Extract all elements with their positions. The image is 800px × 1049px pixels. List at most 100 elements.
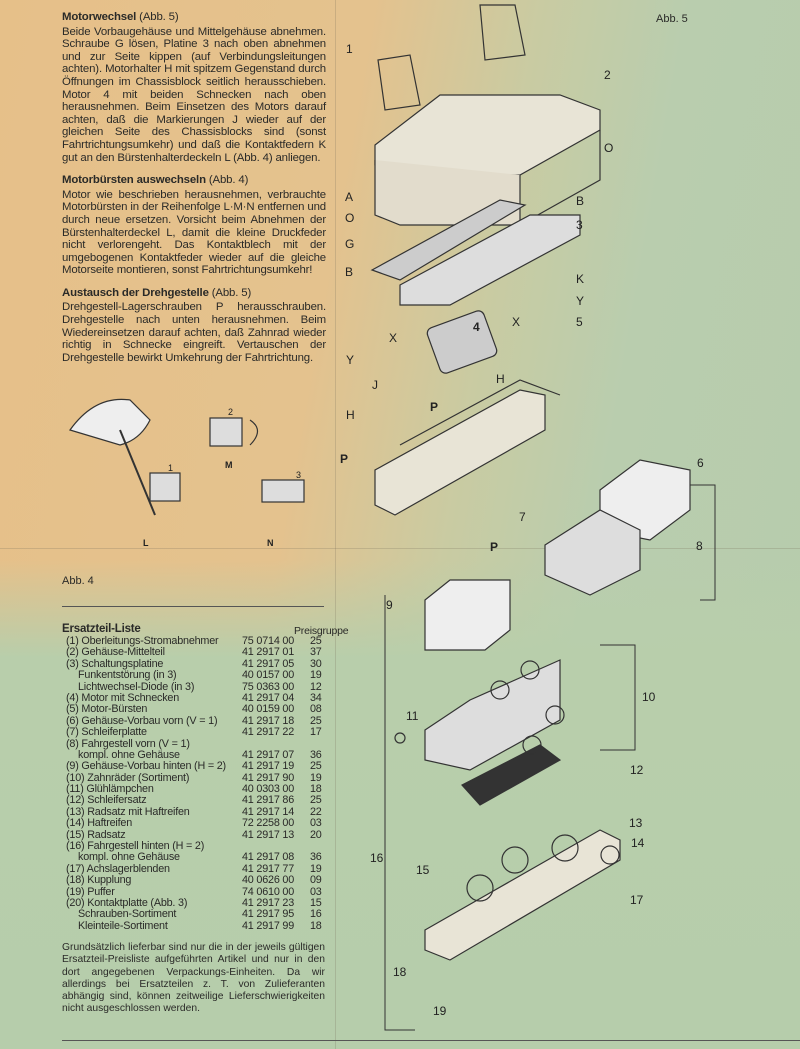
part-name: Kleinteile-Sortiment [78, 919, 168, 932]
price-group: 25 [310, 714, 322, 727]
part-name: (15) Radsatz [66, 828, 126, 841]
price-group: 20 [310, 828, 322, 841]
abb5-label: 1 [346, 42, 353, 56]
price-group: 25 [310, 760, 322, 773]
abb5-label: X [512, 315, 521, 329]
part-name: (7) Schleiferplatte [66, 726, 147, 739]
circuit-board-drawing [399, 214, 581, 306]
abb5-label: B [576, 194, 585, 208]
hood-drawing [424, 579, 511, 651]
abb5-label: 4 [473, 320, 480, 334]
abb5-label: 15 [416, 863, 430, 877]
part-number: 41 2917 18 [242, 714, 295, 727]
abb5-label: 18 [393, 965, 407, 979]
price-group: 03 [310, 817, 322, 830]
abb5-label: A [345, 190, 354, 204]
section-motorwechsel: Motorwechsel (Abb. 5) Beide Vorbaugehäus… [62, 11, 326, 164]
part-name: (14) Haftreifen [66, 817, 133, 830]
price-group: 36 [310, 851, 322, 864]
table-row: (8) Fahrgestell vorn (V = 1) [62, 737, 352, 750]
abb5-label: 11 [406, 709, 419, 723]
chassis-drawing [374, 389, 546, 516]
price-group-header: Preisgruppe [294, 625, 349, 637]
section-text: Motor wie beschrieben herausnehmen, verb… [62, 188, 326, 277]
part-number: 41 2917 01 [242, 646, 295, 659]
section-heading: Motorbürsten auswechseln (Abb. 4) [62, 174, 249, 187]
abb5-label: X [389, 331, 398, 345]
fold-line [335, 0, 336, 1049]
abb5-label: 13 [629, 816, 643, 830]
screwdriver [119, 429, 156, 516]
abb5-label: P [490, 540, 499, 554]
part-number: 41 2917 22 [242, 726, 295, 739]
part-name: (6) Gehäuse-Vorbau vorn (V = 1) [66, 714, 218, 727]
abb5-label: O [604, 141, 614, 155]
abb5-label: 6 [697, 456, 704, 470]
abb5-label: 9 [386, 598, 393, 612]
part-number: 41 2917 77 [242, 862, 295, 875]
abb5-label: H [346, 408, 355, 422]
section-text: Beide Vorbaugehäuse und Mittelgehäuse ab… [62, 25, 326, 164]
price-group: 15 [310, 896, 322, 909]
abb5-label: 8 [696, 539, 703, 553]
part-number: 41 2917 99 [242, 919, 295, 932]
part-number: 41 2917 07 [242, 748, 295, 761]
abb5-label: Y [576, 294, 585, 308]
abb4-label: 1 [168, 463, 174, 473]
price-group: 22 [310, 805, 322, 818]
bogie-rear-drawing [424, 659, 561, 771]
part-number: 40 0159 00 [242, 703, 295, 716]
part-number: 40 0626 00 [242, 874, 295, 887]
part-number: 75 0714 00 [242, 635, 295, 647]
price-group: 18 [310, 783, 322, 796]
abb5-label: P [340, 452, 349, 466]
abb5-label: 2 [604, 68, 611, 82]
part-number: 41 2917 14 [242, 805, 295, 818]
part-name: (4) Motor mit Schnecken [66, 691, 180, 704]
abb5-label: 7 [519, 510, 526, 524]
section-heading: Austausch der Drehgestelle (Abb. 5) [62, 286, 252, 299]
price-group: 19 [310, 669, 322, 682]
price-group: 03 [310, 885, 322, 898]
abb5-label: 3 [576, 218, 583, 232]
part-name: (9) Gehäuse-Vorbau hinten (H = 2) [66, 760, 226, 773]
price-group: 30 [310, 657, 322, 670]
part-name: (8) Fahrgestell vorn (V = 1) [66, 737, 190, 750]
abb4-label: 3 [296, 470, 302, 480]
frame-drawing [424, 829, 621, 961]
figure-label-abb4: Abb. 4 [62, 575, 94, 587]
price-group: 08 [310, 703, 322, 716]
part-number: 75 0363 00 [242, 680, 295, 693]
abb5-label: Y [346, 353, 355, 367]
part-number: 40 0303 00 [242, 783, 295, 796]
pantograph-drawing [377, 54, 421, 111]
price-group: 19 [310, 771, 322, 784]
paper-background [0, 560, 800, 1049]
part-name: (12) Schleifersatz [66, 794, 147, 807]
divider [62, 1040, 800, 1041]
figure-label-abb5: Abb. 5 [656, 13, 688, 25]
price-group: 09 [310, 874, 322, 887]
part-number: 41 2917 05 [242, 657, 295, 670]
part-name: Schrauben-Sortiment [78, 908, 177, 921]
part-number: 41 2917 13 [242, 828, 295, 841]
part-name: (17) Achslagerblenden [66, 862, 170, 875]
availability-note: Grundsätzlich lieferbar sind nur die in … [62, 942, 325, 1015]
price-group: 34 [310, 691, 322, 704]
price-group: 25 [310, 794, 322, 807]
abb5-label: 16 [370, 851, 384, 865]
part-number: 41 2917 90 [242, 771, 295, 784]
part-number: 41 2917 19 [242, 760, 295, 773]
